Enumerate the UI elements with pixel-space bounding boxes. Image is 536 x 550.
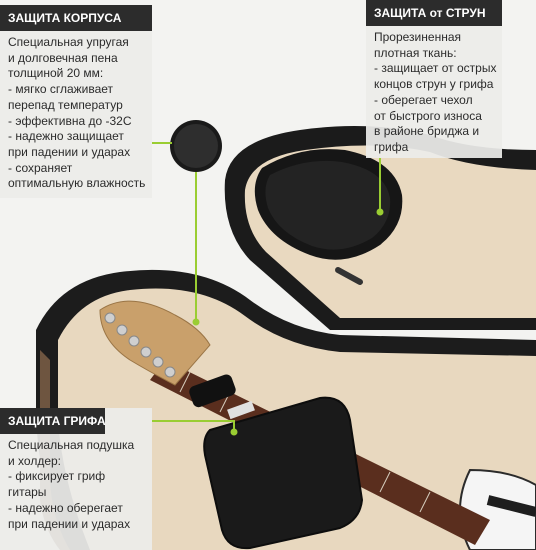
callout-line: при падении и ударах [8, 144, 131, 159]
callout-line: - сохраняет [8, 160, 73, 175]
callout-line: - надежно оберегает [8, 500, 123, 515]
callout-line: концов струн у грифа [374, 77, 494, 92]
headstock [99, 300, 211, 386]
callout-line: грифа [374, 139, 409, 154]
callout-line: - оберегает чехол [374, 92, 473, 107]
callout-title: ЗАЩИТА КОРПУСА [0, 5, 152, 31]
callout-line: - мягко сглаживает [8, 82, 114, 97]
callout-neck-protection: ЗАЩИТА ГРИФА Специальная подушка и холде… [0, 408, 152, 550]
callout-line: от быстрого износа [374, 108, 482, 123]
callout-text: Прорезиненная плотная ткань: - защищает … [366, 26, 502, 162]
tuning-pegs [104, 312, 176, 378]
callout-line: гитары [8, 485, 47, 500]
callout-line: при падении и ударах [8, 516, 131, 531]
callout-line: Прорезиненная [374, 30, 461, 44]
pillow-label [227, 400, 255, 420]
callout-line: Специальная упругая [8, 35, 129, 49]
callout-title: ЗАЩИТА от СТРУН [366, 0, 502, 26]
zipper-pull [335, 267, 363, 285]
foam-sample-texture [174, 124, 218, 168]
callout-text: Специальная упругая и долговечная пена т… [0, 31, 152, 198]
callout-line: и холдер: [8, 453, 61, 468]
rubberized-pad-surface [265, 160, 391, 250]
callout-line: Специальная подушка [8, 438, 135, 452]
callout-line: - эффективна до -32С [8, 113, 132, 128]
neck-pillow [203, 396, 364, 550]
callout-text: Специальная подушка и холдер: - фиксируе… [0, 434, 152, 538]
callout-line: и долговечная пена [8, 50, 118, 65]
callout-connectors [152, 142, 381, 430]
upper-case-section [224, 126, 536, 330]
connector-endpoints [192, 208, 384, 436]
callout-title: ЗАЩИТА ГРИФА [0, 408, 106, 434]
callout-line: - защищает от острых [374, 61, 497, 76]
callout-line: в районе бриджа и [374, 124, 480, 139]
callout-line: перепад температур [8, 97, 123, 112]
callout-line: оптимальную влажность [8, 176, 146, 191]
callout-line: толщиной 20 мм: [8, 66, 104, 81]
callout-line: - фиксирует гриф [8, 469, 106, 484]
callout-string-protection: ЗАЩИТА от СТРУН Прорезиненная плотная тк… [366, 0, 502, 158]
neck-support [189, 374, 364, 550]
neck-holder-strap [189, 374, 236, 408]
callout-line: - надежно защищает [8, 129, 124, 144]
callout-line: плотная ткань: [374, 45, 457, 60]
pickguard [486, 495, 536, 517]
callout-body-protection: ЗАЩИТА КОРПУСА Специальная упругая и дол… [0, 5, 152, 198]
